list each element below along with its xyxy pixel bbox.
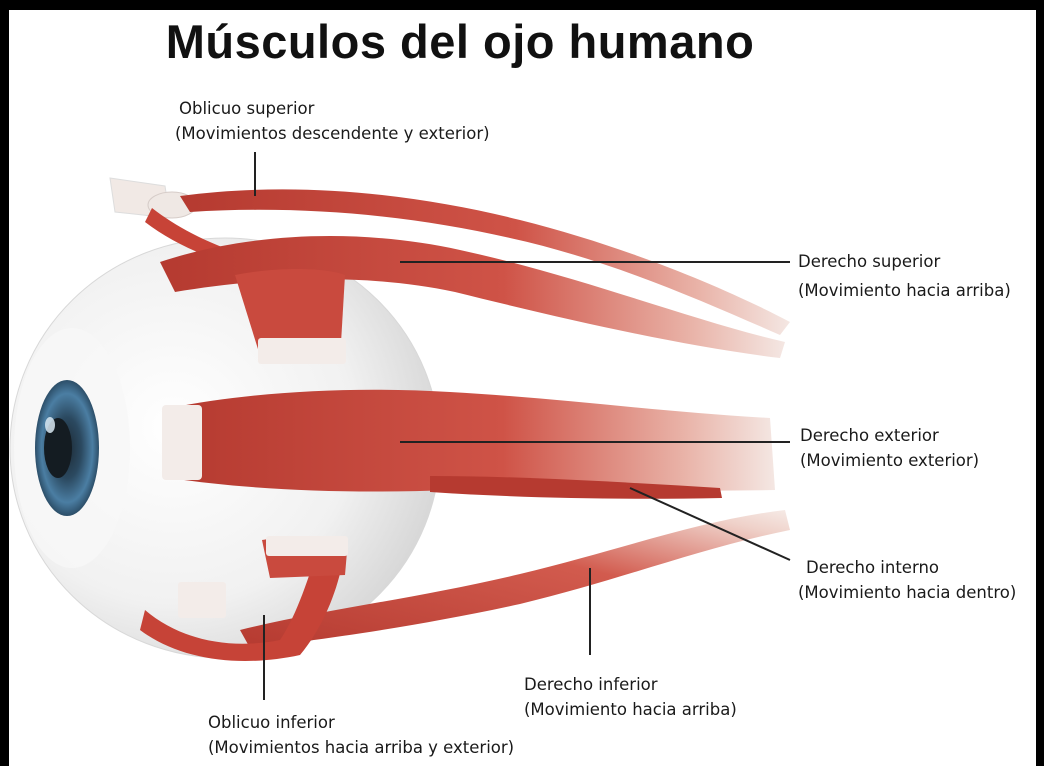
derecho-exterior-muscle: [170, 390, 775, 492]
page-title: Músculos del ojo humano: [0, 14, 920, 69]
label-derecho-inferior-desc: (Movimiento hacia arriba): [524, 697, 737, 722]
label-derecho-interno-desc: (Movimiento hacia dentro): [798, 580, 1016, 605]
label-derecho-superior-name: Derecho superior: [798, 249, 1011, 274]
label-derecho-superior: Derecho superior (Movimiento hacia arrib…: [798, 249, 1011, 303]
label-oblicuo-inferior: Oblicuo inferior (Movimientos hacia arri…: [208, 710, 514, 760]
label-derecho-superior-desc: (Movimiento hacia arriba): [798, 278, 1011, 303]
label-oblicuo-superior-desc: (Movimientos descendente y exterior): [175, 121, 490, 146]
label-derecho-interno: Derecho interno (Movimiento hacia dentro…: [798, 555, 1016, 605]
label-derecho-exterior-name: Derecho exterior: [800, 423, 979, 448]
label-oblicuo-inferior-name: Oblicuo inferior: [208, 710, 514, 735]
iris: [35, 380, 99, 516]
label-oblicuo-superior-name: Oblicuo superior: [175, 96, 490, 121]
label-derecho-inferior-name: Derecho inferior: [524, 672, 737, 697]
label-derecho-interno-name: Derecho interno: [798, 555, 1016, 580]
label-derecho-inferior: Derecho inferior (Movimiento hacia arrib…: [524, 672, 737, 722]
label-oblicuo-superior: Oblicuo superior (Movimientos descendent…: [175, 96, 490, 146]
label-derecho-exterior: Derecho exterior (Movimiento exterior): [800, 423, 979, 473]
label-oblicuo-inferior-desc: (Movimientos hacia arriba y exterior): [208, 735, 514, 760]
label-derecho-exterior-desc: (Movimiento exterior): [800, 448, 979, 473]
